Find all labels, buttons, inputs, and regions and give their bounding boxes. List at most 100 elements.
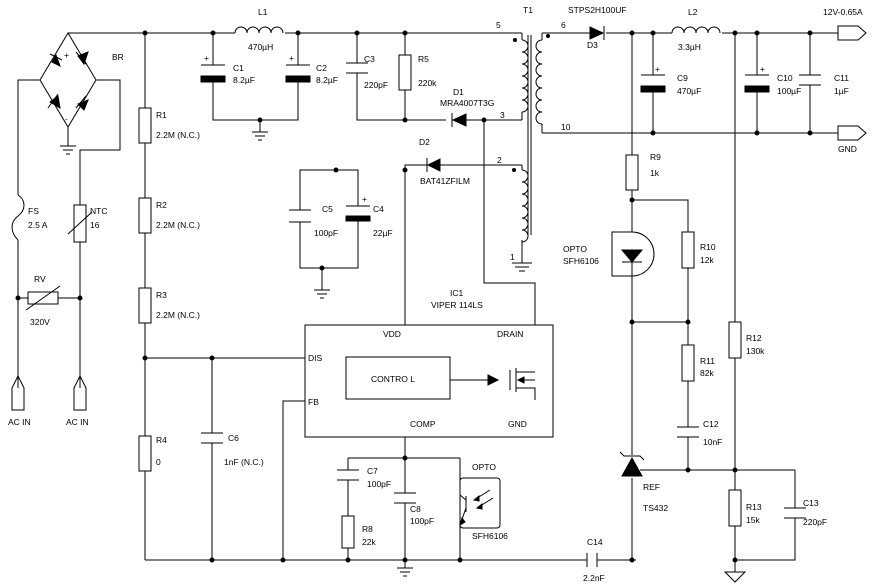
r3-ref: R3	[156, 290, 167, 300]
r9-value: 1k	[650, 168, 660, 178]
d3-value: STPS2H100UF	[568, 5, 627, 15]
rv-ref: RV	[34, 274, 46, 284]
r10-ref: R10	[700, 242, 716, 252]
c13-ref: C13	[803, 498, 819, 508]
transformer-t1: T1 5 6 3 10 2 1	[496, 5, 571, 262]
r9-ref: R9	[650, 152, 661, 162]
c5-value: 100pF	[314, 228, 338, 238]
r8-value: 22k	[362, 537, 376, 547]
ic1-gnd: GND	[508, 419, 527, 429]
resistor-r11: R11 82k	[681, 344, 715, 382]
t1-pin2: 2	[497, 155, 502, 165]
r8-ref: R8	[362, 524, 373, 534]
c12-ref: C12	[703, 419, 719, 429]
opto-top-ref: OPTO	[563, 244, 587, 254]
ac-in-right-connector: AC IN	[66, 374, 89, 427]
svg-text:+: +	[655, 64, 660, 74]
capacitor-c8: C8 100pF	[394, 492, 434, 526]
ic1-fb: FB	[308, 397, 319, 407]
l1-value: 470µH	[248, 42, 273, 52]
bridge-rectifier: + - BR	[39, 32, 124, 128]
ic1-ref: IC1	[450, 288, 464, 298]
varistor-rv: RV 320V	[25, 274, 61, 327]
d2-value: BAT41ZFILM	[420, 176, 470, 186]
capacitor-c1: + C1 8.2µF	[200, 53, 255, 85]
l1-ref: L1	[258, 7, 268, 17]
c12-value: 10nF	[703, 437, 722, 447]
inductor-l2: L2 3.3µH	[671, 7, 722, 52]
ground-symbol-aux	[512, 262, 532, 272]
resistor-r5: R5 220k	[398, 54, 437, 91]
c14-value: 2.2nF	[583, 573, 605, 583]
opto-bottom-part: SFH6106	[472, 531, 508, 541]
ic1-control: CONTRO L	[371, 374, 415, 384]
fs-value: 2.5 A	[28, 220, 48, 230]
r13-ref: R13	[746, 502, 762, 512]
svg-text:+: +	[64, 50, 69, 60]
resistor-r1: R1 2.2M (N.C.)	[138, 107, 200, 144]
svg-text:-: -	[65, 114, 68, 124]
capacitor-c4: + C4 22µF	[345, 194, 393, 238]
c9-ref: C9	[677, 73, 688, 83]
opto-top-part: SFH6106	[563, 256, 599, 266]
ground-symbol-c1c2	[252, 131, 268, 141]
capacitor-c13: C13 220pF	[784, 498, 827, 527]
r2-value: 2.2M (N.C.)	[156, 220, 200, 230]
inductor-l1: L1 470µH	[234, 7, 285, 52]
c10-ref: C10	[777, 73, 793, 83]
svg-text:+: +	[204, 53, 209, 63]
resistor-r13: R13 15k	[728, 489, 762, 527]
t1-ref: T1	[523, 5, 533, 15]
svg-text:+: +	[362, 194, 367, 204]
capacitor-c6: C6 1nF (N.C.)	[201, 432, 264, 467]
ic1-part: VIPER 114LS	[431, 300, 483, 310]
c11-value: 1µF	[834, 86, 849, 96]
r3-value: 2.2M (N.C.)	[156, 310, 200, 320]
r12-value: 130k	[746, 346, 765, 356]
diode-d2: D2 BAT41ZFILM	[419, 137, 470, 186]
t1-pin3: 3	[500, 110, 505, 120]
output-label: 12V-0.65A	[823, 7, 863, 17]
c2-value: 8.2µF	[316, 75, 338, 85]
resistor-r12: R12 130k	[728, 321, 765, 359]
c14-ref: C14	[587, 537, 603, 547]
c7-ref: C7	[367, 466, 378, 476]
ntc-thermistor: NTC 16	[67, 204, 107, 243]
l2-ref: L2	[688, 7, 698, 17]
c8-value: 100pF	[410, 516, 434, 526]
c7-value: 100pF	[367, 479, 391, 489]
c13-value: 220pF	[803, 517, 827, 527]
r11-ref: R11	[700, 356, 715, 366]
r5-value: 220k	[418, 78, 437, 88]
r4-value: 0	[156, 457, 161, 467]
c4-value: 22µF	[373, 228, 393, 238]
r12-ref: R12	[746, 333, 762, 343]
capacitor-c3: C3 220pF	[346, 54, 388, 90]
opto-led-top: OPTO SFH6106	[563, 231, 655, 277]
ground-symbol-bridge	[60, 145, 76, 155]
d2-ref: D2	[419, 137, 430, 147]
c2-ref: C2	[316, 63, 327, 73]
diode-d3: STPS2H100UF D3	[568, 5, 627, 50]
output-positive-connector: 12V-0.65A	[823, 7, 867, 41]
gnd-label: GND	[838, 144, 857, 154]
ac-in-right-label: AC IN	[66, 417, 89, 427]
capacitor-c9: + C9 470µF	[640, 64, 701, 96]
ic1-dis: DIS	[308, 353, 323, 363]
resistor-r10: R10 12k	[681, 231, 716, 269]
capacitor-c5: C5 100pF	[289, 204, 338, 238]
l2-value: 3.3µH	[678, 42, 701, 52]
r13-value: 15k	[746, 515, 760, 525]
ntc-ref: NTC	[90, 206, 107, 216]
capacitor-c11: C11 1µF	[799, 73, 849, 96]
ref-label: REF	[643, 482, 660, 492]
c5-ref: C5	[322, 204, 333, 214]
ground-symbol-secondary	[723, 571, 747, 583]
ic1-drain: DRAIN	[497, 329, 523, 339]
c11-ref: C11	[834, 73, 849, 83]
ntc-value: 16	[90, 220, 100, 230]
r11-value: 82k	[700, 368, 714, 378]
ground-symbol-ic	[397, 567, 413, 577]
capacitor-c7: C7 100pF	[337, 466, 391, 489]
